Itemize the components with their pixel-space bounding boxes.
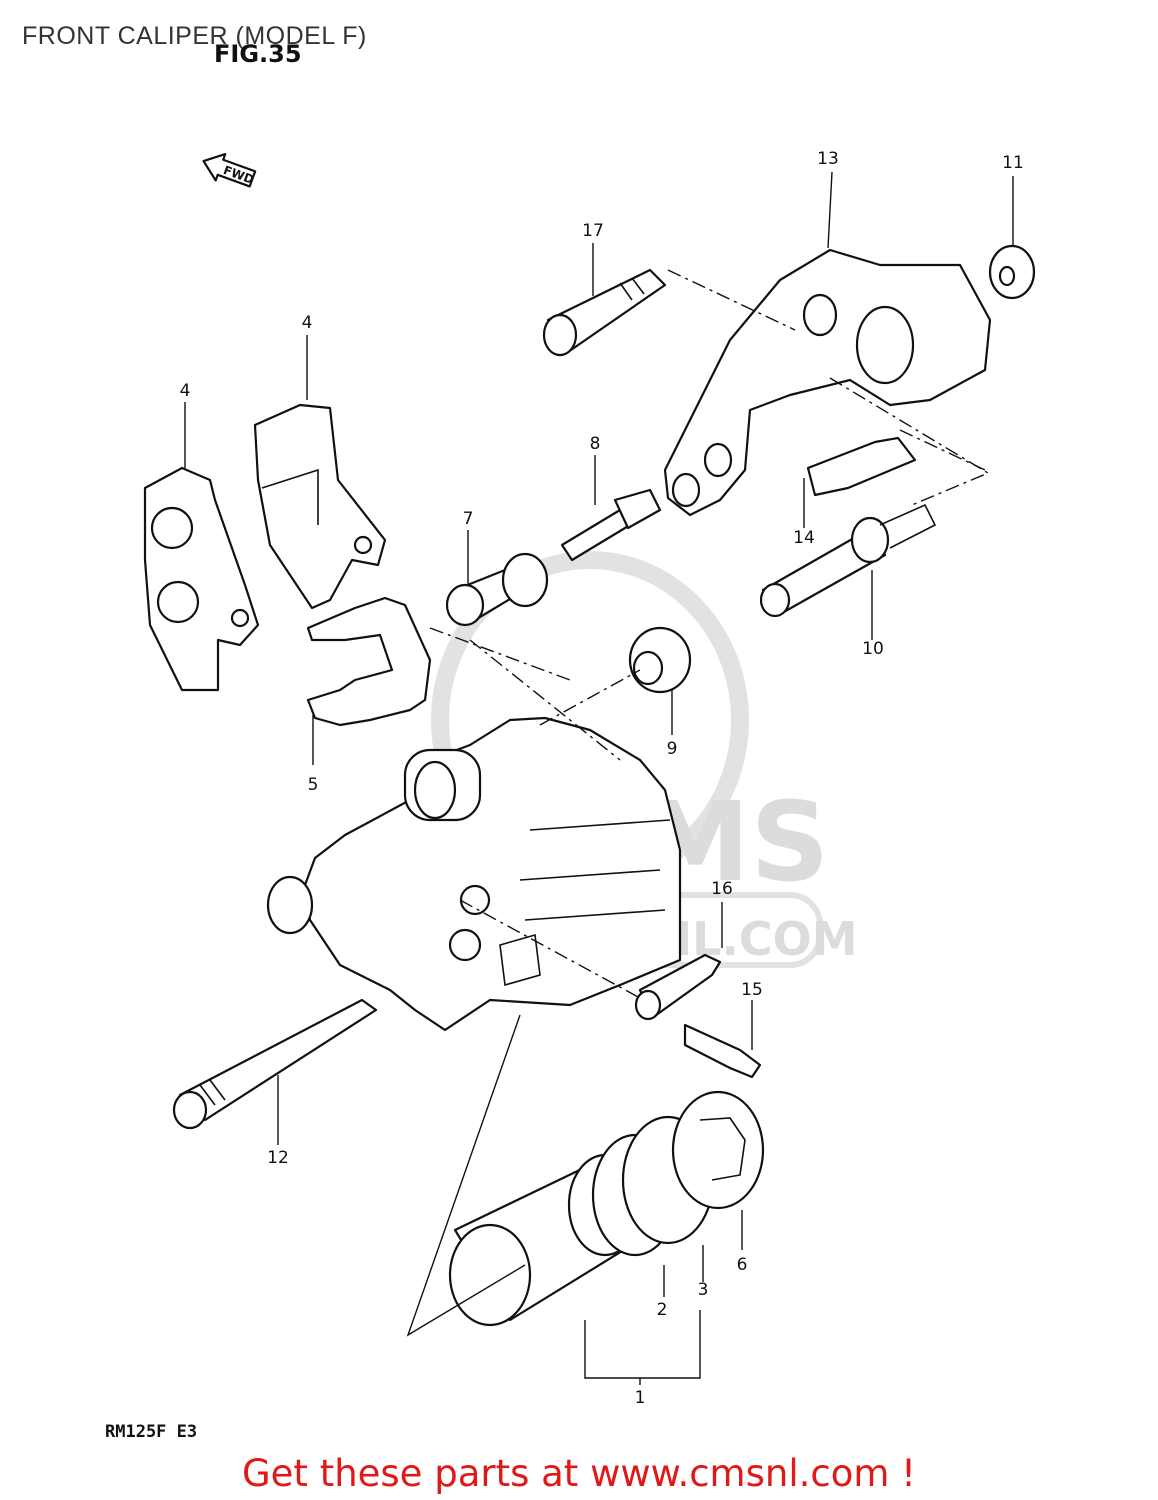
caliper-body bbox=[266, 716, 682, 1032]
callout-8: 8 bbox=[590, 434, 601, 454]
callout-4-pad: 4 bbox=[302, 313, 313, 333]
figure-number: FIG.35 bbox=[214, 40, 302, 68]
model-code: RM125F E3 bbox=[105, 1422, 197, 1442]
callout-3: 3 bbox=[698, 1280, 709, 1300]
callout-5: 5 bbox=[308, 775, 319, 795]
part-9-boot bbox=[628, 626, 692, 694]
part-16-cap bbox=[634, 953, 722, 1021]
callout-6: 6 bbox=[737, 1255, 748, 1275]
part-17-bolt bbox=[542, 268, 667, 357]
callout-4-shim: 4 bbox=[180, 381, 191, 401]
part-11-nut bbox=[988, 244, 1036, 300]
callout-10: 10 bbox=[862, 639, 884, 659]
callout-15: 15 bbox=[741, 980, 763, 1000]
callout-14: 14 bbox=[793, 528, 815, 548]
leader-lines bbox=[184, 171, 1014, 1385]
part-4-shim bbox=[143, 466, 260, 692]
part-10-pin bbox=[759, 503, 937, 618]
part-13-bracket bbox=[663, 248, 992, 517]
callout-12: 12 bbox=[267, 1148, 289, 1168]
part-5-pad-spring bbox=[306, 596, 432, 727]
part-14-clip bbox=[806, 436, 917, 497]
callout-2: 2 bbox=[657, 1300, 668, 1320]
callouts: 1 2 3 4 4 5 6 7 8 9 10 11 12 13 14 15 16… bbox=[180, 149, 1024, 1408]
part-8-pin bbox=[560, 488, 662, 562]
callout-11: 11 bbox=[1002, 153, 1024, 173]
part-7-bolt bbox=[445, 552, 549, 627]
callout-17: 17 bbox=[582, 221, 604, 241]
part-12-guide-pin bbox=[172, 998, 378, 1130]
part-15-bleeder bbox=[683, 1023, 762, 1079]
part-4-brake-pad bbox=[253, 403, 387, 610]
callout-13: 13 bbox=[817, 149, 839, 169]
fwd-arrow-icon: FWD bbox=[202, 153, 257, 188]
footer-link[interactable]: Get these parts at www.cmsnl.com ! bbox=[241, 1452, 916, 1495]
callout-16: 16 bbox=[711, 879, 733, 899]
assembly-lines bbox=[429, 269, 990, 999]
callout-7: 7 bbox=[463, 509, 474, 529]
page-title: FRONT CALIPER (MODEL F) bbox=[22, 22, 367, 50]
callout-1: 1 bbox=[635, 1388, 646, 1408]
part-6-ring bbox=[671, 1090, 765, 1210]
callout-9: 9 bbox=[667, 739, 678, 759]
